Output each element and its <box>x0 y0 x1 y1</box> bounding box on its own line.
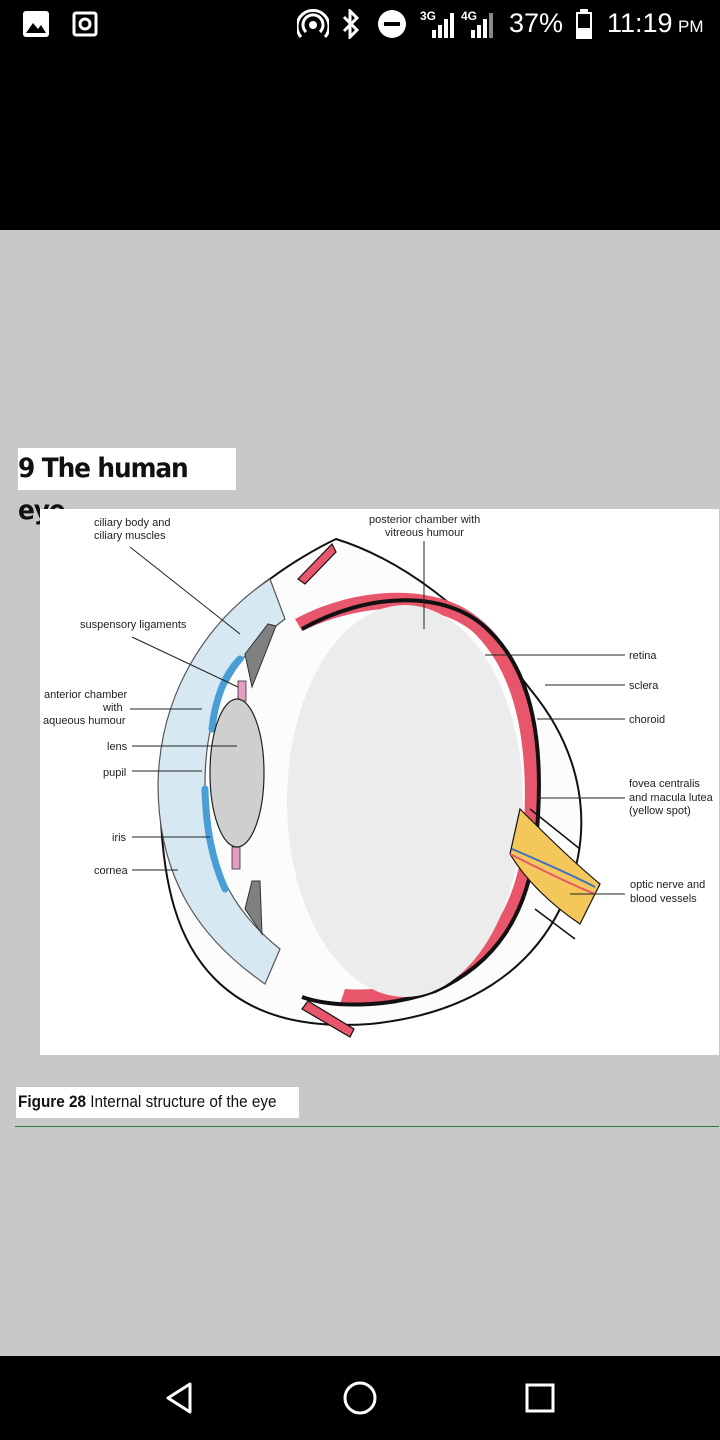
optic-nerve <box>509 807 601 925</box>
back-icon <box>166 1382 192 1414</box>
caption-box: Figure 28 Internal structure of the eye <box>16 1087 299 1118</box>
screenshot-icon <box>72 11 98 41</box>
label-fovea-1: fovea centralis <box>629 778 700 790</box>
signal-icon <box>432 12 456 42</box>
label-retina: retina <box>629 650 657 662</box>
label-lens: lens <box>107 741 128 753</box>
back-button[interactable] <box>160 1378 200 1418</box>
label-anterior-2: with <box>102 702 123 714</box>
iris-bottom <box>201 785 229 893</box>
bluetooth-icon <box>340 7 362 43</box>
eye-diagram-svg: ciliary body and ciliary muscles posteri… <box>43 514 714 1038</box>
label-iris: iris <box>112 832 127 844</box>
home-button[interactable] <box>340 1378 380 1418</box>
gallery-icon <box>22 10 50 42</box>
ciliary-body-top <box>244 623 277 689</box>
label-cornea: cornea <box>94 865 129 877</box>
sclera-edge-bottom <box>301 1000 355 1038</box>
eye-diagram: ciliary body and ciliary muscles posteri… <box>40 509 719 1055</box>
label-fovea-2: and macula lutea <box>629 792 714 804</box>
signal-icon-2 <box>471 12 495 42</box>
recents-button[interactable] <box>520 1378 560 1418</box>
label-anterior-3: aqueous humour <box>43 715 126 727</box>
network-3g-label: 3G <box>420 9 437 23</box>
label-fovea-3: (yellow spot) <box>629 805 691 817</box>
vitreous-humour <box>287 605 523 997</box>
suspensory-bottom <box>231 846 241 870</box>
home-icon <box>343 1381 377 1415</box>
label-ciliary-1: ciliary body and <box>94 517 170 529</box>
clock-ampm: PM <box>678 17 704 36</box>
divider <box>15 1126 719 1127</box>
dnd-icon <box>377 9 407 43</box>
figure-number: Figure 28 <box>18 1092 87 1111</box>
suspensory-top <box>237 680 247 702</box>
lens <box>209 698 265 848</box>
heading-box: 9 The human eye <box>18 448 236 526</box>
label-choroid: choroid <box>629 714 665 726</box>
status-bar: 3G 4G 37% 11:19 PM <box>0 0 720 50</box>
label-posterior-1: posterior chamber with <box>369 514 480 526</box>
label-optic-2: blood vessels <box>630 893 697 905</box>
section-heading: 9 The human eye <box>18 453 189 526</box>
optic-nerve-outline-top <box>529 808 581 850</box>
sclera-edge-top <box>297 542 337 585</box>
recents-icon <box>525 1383 555 1413</box>
figure-caption-text: Internal structure of the eye <box>90 1092 277 1111</box>
label-sclera: sclera <box>629 680 659 692</box>
ciliary-body-bottom <box>244 880 263 936</box>
navigation-bar <box>0 1356 720 1440</box>
choroid <box>301 598 541 1007</box>
label-pupil: pupil <box>103 767 126 779</box>
battery-icon <box>575 9 593 43</box>
blood-vessel-blue <box>511 848 596 888</box>
hotspot-icon <box>295 8 331 45</box>
battery-percent: 37% <box>509 8 564 38</box>
optic-nerve-outline-bottom <box>534 908 576 940</box>
label-optic-1: optic nerve and <box>630 879 705 891</box>
clock-time: 11:19 <box>607 8 673 38</box>
label-posterior-2: vitreous humour <box>385 527 464 539</box>
label-anterior-1: anterior chamber <box>44 689 127 701</box>
page-content[interactable]: 9 The human eye <box>0 230 720 1356</box>
label-suspensory: suspensory ligaments <box>80 619 187 631</box>
figure-caption: Figure 28 Internal structure of the eye <box>18 1092 277 1112</box>
blood-vessel-red <box>509 853 596 895</box>
network-4g-label: 4G <box>461 9 478 23</box>
iris-top <box>208 655 244 733</box>
label-ciliary-2: ciliary muscles <box>94 530 166 542</box>
